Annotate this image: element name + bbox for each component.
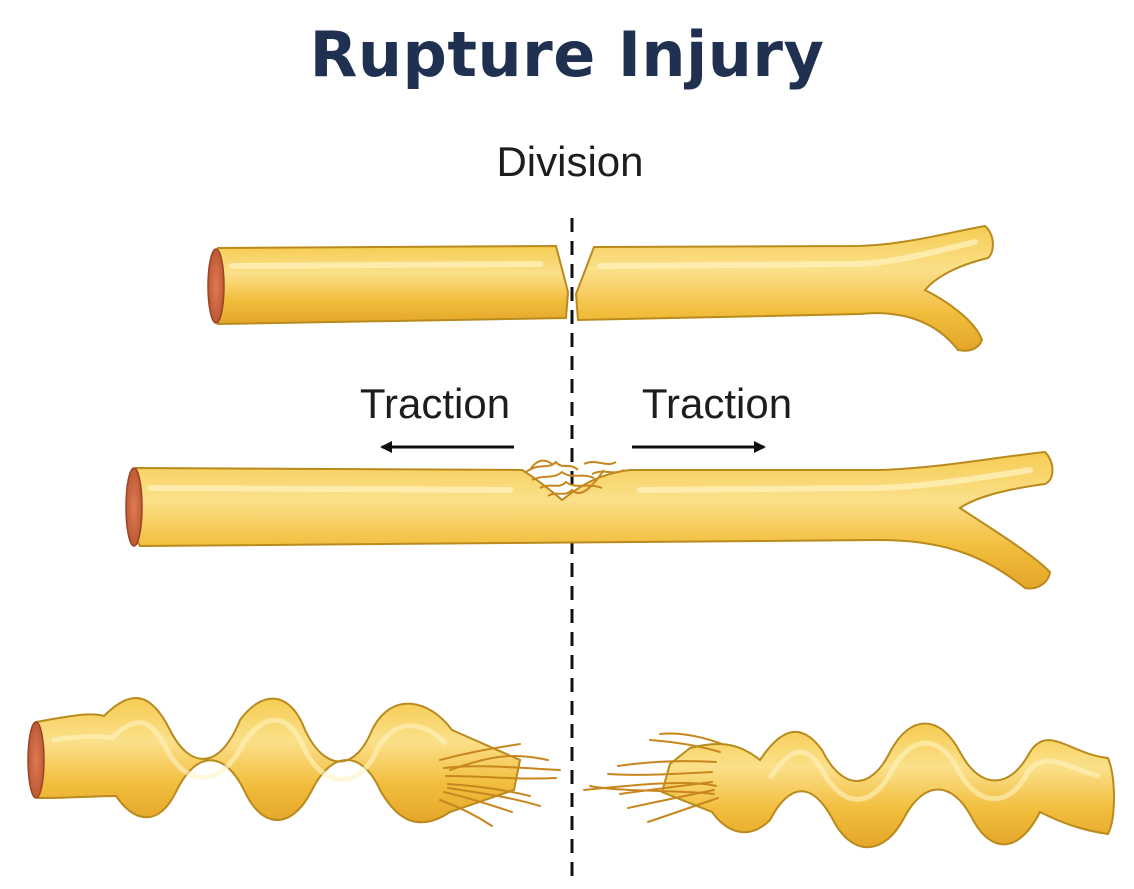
divided-nerve [207,224,994,352]
ruptured-nerve-left-torn-fibers [439,743,561,827]
traction-right-label: Traction [641,380,793,427]
divided-nerve-highlight [229,261,543,269]
divided-nerve-left-segment [209,244,570,326]
division-label: Division [496,138,644,185]
ruptured-nerve-right-body [660,722,1115,849]
stretched-nerve-body [129,450,1054,590]
stretched-nerve-cut-end [125,467,143,547]
ruptured-nerve-right [583,722,1115,849]
divided-nerve-highlight-right [597,239,978,269]
diagram-title: Rupture Injury [309,18,825,91]
divided-nerve-right-segment [574,224,994,352]
ruptured-nerve-left [27,696,561,827]
ruptured-nerve-left-body [29,696,522,824]
stretched-nerve-frayed-fibers [525,459,625,497]
ruptured-nerve-left-cut-end [27,721,45,799]
ruptured-nerve-left-highlight [51,717,448,782]
traction-left-label: Traction [359,380,511,427]
ruptured-nerve-right-torn-fibers [583,732,723,823]
ruptured-nerve-right-highlight [767,740,1101,802]
stretched-nerve [125,450,1054,590]
divided-nerve-cut-end [207,248,225,324]
stretched-nerve-highlight [147,467,1033,493]
